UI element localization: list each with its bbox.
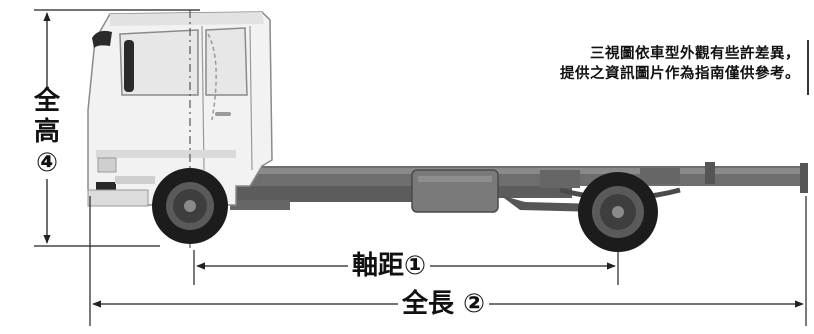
height-label: 全 高 ④ <box>30 86 64 179</box>
disclaimer-note: 三視圖依車型外觀有些許差異， 提供之資訊圖片作為指南僅供參考。 <box>560 44 800 84</box>
rear-suspension <box>540 162 715 201</box>
height-label-char-1: 全 <box>33 86 60 116</box>
fuel-tank <box>411 169 499 213</box>
wheelbase-label: 軸距① <box>348 251 431 281</box>
rear-wheel <box>578 172 658 252</box>
disclaimer-line-1: 三視圖依車型外觀有些許差異， <box>590 46 800 62</box>
height-label-char-2: 高 <box>33 117 60 147</box>
chassis <box>230 163 808 212</box>
front-wheel <box>152 168 228 244</box>
truck-cab <box>87 11 273 207</box>
height-label-char-3: ④ <box>35 148 58 178</box>
disclaimer-line-2: 提供之資訊圖片作為指南僅供參考。 <box>560 66 800 82</box>
overall-length-label: 全長 ② <box>398 289 490 319</box>
